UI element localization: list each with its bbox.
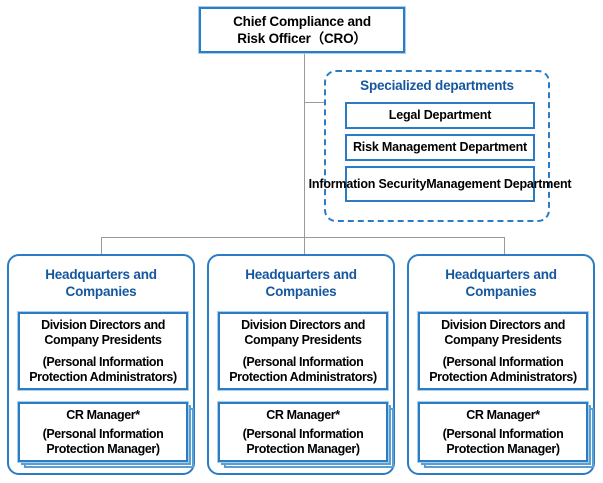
legal-department-label: Legal Department: [388, 108, 492, 123]
column-3-title-line-2: Companies: [465, 284, 537, 299]
legal-department-box: Legal Department: [345, 102, 535, 129]
column-3-admin-sub-line-2: Protection Administrators): [429, 369, 577, 384]
cro-line-2: Risk Officer（CRO）: [237, 31, 367, 46]
column-1-manager-role: CR Manager*: [66, 407, 140, 423]
column-1-division-directors-box: Division Directors and Company President…: [17, 311, 189, 391]
specialized-departments-heading: Specialized departments: [360, 78, 514, 93]
column-1-admin-sub-line-2: Protection Administrators): [29, 369, 177, 384]
cro-line-1: Chief Compliance and: [233, 14, 371, 29]
column-1-cr-manager-box: CR Manager* (Personal Information Protec…: [17, 401, 189, 463]
column-3-admin-sub: (Personal Information Protection Adminis…: [429, 355, 577, 384]
column-2-cr-manager-stack: CR Manager* (Personal Information Protec…: [217, 401, 394, 468]
headquarters-and-companies-column-1: Headquarters and Companies Division Dire…: [7, 254, 195, 475]
chief-compliance-risk-officer-box: Chief Compliance and Risk Officer（CRO）: [198, 6, 406, 54]
column-3-manager-role-line-1: CR Manager*: [466, 407, 540, 422]
column-2-division-directors-box: Division Directors and Company President…: [217, 311, 389, 391]
column-1-manager-sub: (Personal Information Protection Manager…: [43, 427, 164, 456]
connector-drop-column-1: [101, 237, 102, 256]
column-1-title-line-2: Companies: [65, 284, 137, 299]
connector-drop-column-3: [504, 237, 505, 256]
information-security-line-2: Management Department: [426, 176, 572, 191]
connector-horizontal-bus: [101, 237, 505, 238]
column-2-manager-role-line-1: CR Manager*: [266, 407, 340, 422]
column-2-manager-role: CR Manager*: [266, 407, 340, 423]
column-3-admin-sub-line-1: (Personal Information: [442, 355, 564, 369]
column-3-manager-role: CR Manager*: [466, 407, 540, 423]
column-2-admin-role-line-1: Division Directors and: [241, 318, 365, 332]
column-2-cr-manager-box: CR Manager* (Personal Information Protec…: [217, 401, 389, 463]
column-3-admin-role: Division Directors and Company President…: [441, 318, 565, 347]
column-1-manager-sub-line-2: Protection Manager): [46, 441, 160, 456]
column-1-manager-sub-line-1: (Personal Information: [42, 427, 164, 442]
column-2-admin-sub-line-1: (Personal Information: [242, 355, 364, 369]
risk-management-department-label: Risk Management Department: [352, 140, 527, 155]
column-2-title: Headquarters and Companies: [209, 266, 393, 300]
headquarters-and-companies-column-3: Headquarters and Companies Division Dire…: [407, 254, 595, 475]
connector-cro-vertical: [304, 53, 305, 238]
column-3-division-directors-box: Division Directors and Company President…: [417, 311, 589, 391]
column-3-admin-role-line-2: Company Presidents: [444, 332, 562, 347]
specialized-departments-group: Specialized departments Legal Department…: [309, 70, 572, 222]
column-1-title-line-1: Headquarters and: [45, 267, 157, 282]
column-1-admin-role: Division Directors and Company President…: [41, 318, 165, 347]
column-1-manager-role-line-1: CR Manager*: [66, 407, 140, 422]
connector-to-specialized-departments: [304, 102, 325, 103]
column-1-admin-role-line-2: Company Presidents: [44, 332, 162, 347]
column-1-admin-sub-line-1: (Personal Information: [42, 355, 164, 369]
information-security-management-department-box: Information Security Management Departme…: [309, 166, 572, 202]
column-2-admin-sub-line-2: Protection Administrators): [229, 369, 377, 384]
column-3-title: Headquarters and Companies: [409, 266, 593, 300]
column-3-title-line-1: Headquarters and: [445, 267, 557, 282]
information-security-line-1: Information Security: [308, 176, 427, 191]
column-2-title-line-1: Headquarters and: [245, 267, 357, 282]
column-1-title: Headquarters and Companies: [9, 266, 193, 300]
column-2-manager-sub-line-2: Protection Manager): [246, 441, 360, 456]
headquarters-and-companies-column-2: Headquarters and Companies Division Dire…: [207, 254, 395, 475]
column-3-cr-manager-stack: CR Manager* (Personal Information Protec…: [417, 401, 594, 468]
column-3-admin-role-line-1: Division Directors and: [441, 318, 565, 332]
column-3-cr-manager-box: CR Manager* (Personal Information Protec…: [417, 401, 589, 463]
column-2-admin-role-line-2: Company Presidents: [244, 332, 362, 347]
column-2-admin-role: Division Directors and Company President…: [241, 318, 365, 347]
column-3-manager-sub-line-2: Protection Manager): [446, 441, 560, 456]
column-1-cr-manager-stack: CR Manager* (Personal Information Protec…: [17, 401, 194, 468]
column-2-title-line-2: Companies: [265, 284, 337, 299]
column-2-manager-sub: (Personal Information Protection Manager…: [243, 427, 364, 456]
column-3-manager-sub-line-1: (Personal Information: [442, 427, 564, 442]
column-1-admin-role-line-1: Division Directors and: [41, 318, 165, 332]
risk-management-department-box: Risk Management Department: [345, 134, 535, 161]
connector-drop-column-2: [304, 237, 305, 256]
column-1-admin-sub: (Personal Information Protection Adminis…: [29, 355, 177, 384]
column-2-admin-sub: (Personal Information Protection Adminis…: [229, 355, 377, 384]
column-2-manager-sub-line-1: (Personal Information: [242, 427, 364, 442]
column-3-manager-sub: (Personal Information Protection Manager…: [443, 427, 564, 456]
